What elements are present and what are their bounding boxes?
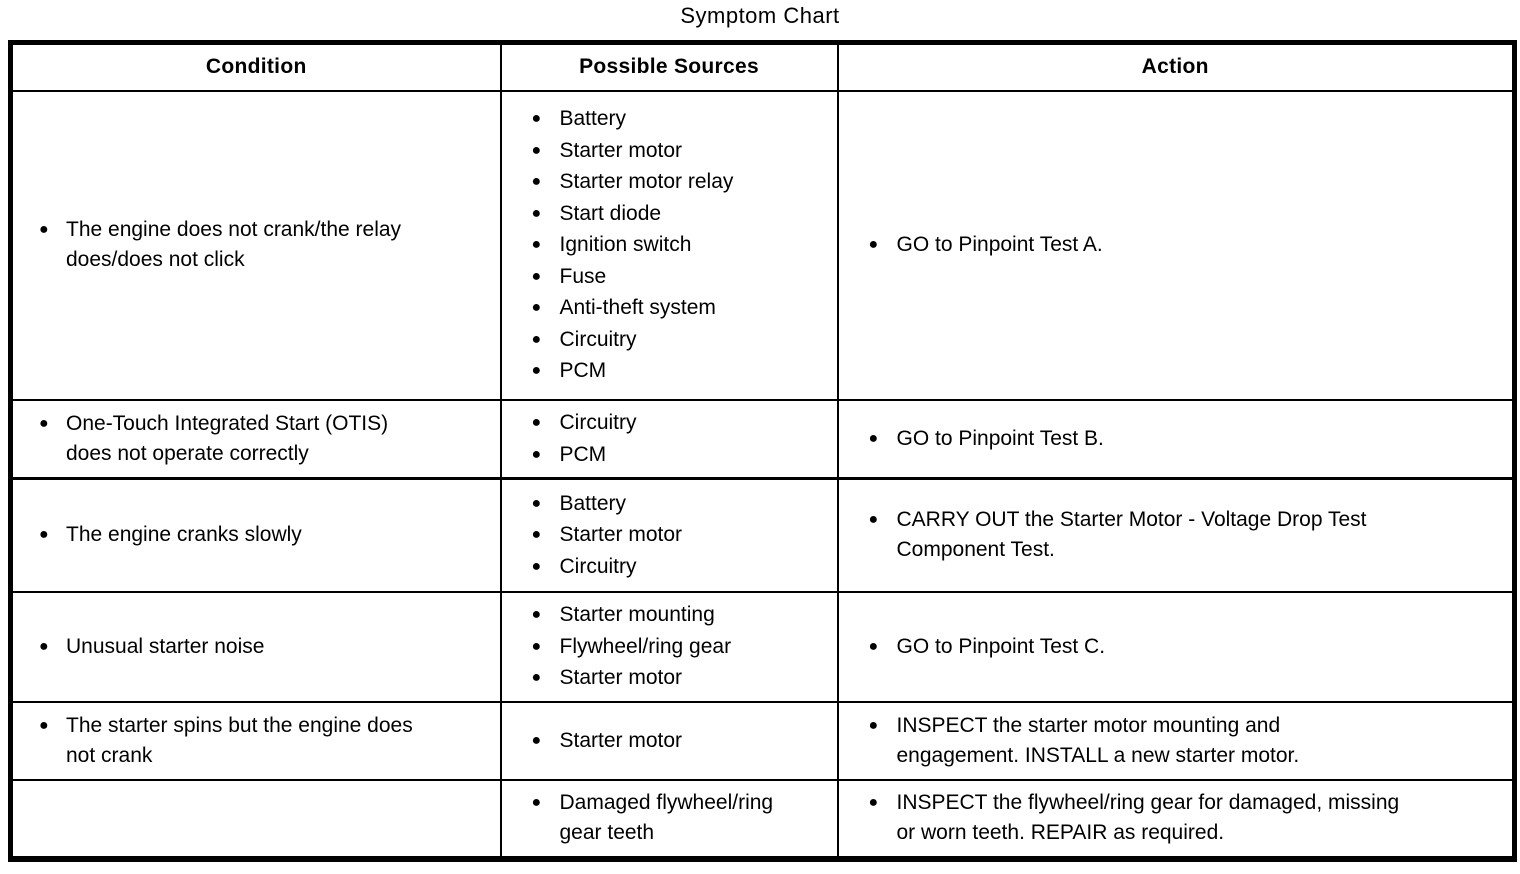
condition-list: The starter spins but the engine does no…	[13, 711, 490, 771]
bullet-item: Circuitry	[502, 408, 827, 438]
bullet-item: Starter motor	[502, 520, 827, 550]
condition-cell: The engine does not crank/the relay does…	[9, 89, 502, 401]
bullet-item: CARRY OUT the Starter Motor - Voltage Dr…	[839, 505, 1503, 565]
sources-list: Starter mountingFlywheel/ring gearStarte…	[502, 600, 827, 693]
bullet-item: Circuitry	[502, 325, 827, 355]
action-list: GO to Pinpoint Test C.	[839, 632, 1503, 662]
bullet-item: INSPECT the starter motor mounting and e…	[839, 711, 1503, 771]
condition-cell: One-Touch Integrated Start (OTIS) does n…	[9, 398, 502, 480]
bullet-item: GO to Pinpoint Test C.	[839, 632, 1503, 662]
header-condition: Condition	[9, 41, 502, 92]
condition-list: One-Touch Integrated Start (OTIS) does n…	[13, 409, 490, 469]
bullet-item: The engine does not crank/the relay does…	[13, 215, 490, 275]
action-cell: INSPECT the flywheel/ring gear for damag…	[836, 778, 1516, 860]
action-cell: GO to Pinpoint Test A.	[836, 89, 1516, 401]
bullet-item: The engine cranks slowly	[13, 520, 490, 550]
bullet-item: Ignition switch	[502, 230, 827, 260]
bullet-item: GO to Pinpoint Test A.	[839, 230, 1503, 260]
table-row: The engine does not crank/the relay does…	[9, 89, 1516, 401]
bullet-item: Fuse	[502, 262, 827, 292]
bullet-item: Unusual starter noise	[13, 632, 490, 662]
condition-list: The engine does not crank/the relay does…	[13, 215, 490, 275]
possible-sources-cell: Starter mountingFlywheel/ring gearStarte…	[499, 590, 839, 703]
possible-sources-cell: Damaged flywheel/ring gear teeth	[499, 778, 839, 860]
bullet-item: Anti-theft system	[502, 293, 827, 323]
condition-cell: The starter spins but the engine does no…	[9, 700, 502, 781]
bullet-item: PCM	[502, 440, 827, 470]
condition-cell	[9, 778, 502, 860]
bullet-item: Battery	[502, 104, 827, 134]
bullet-item: Battery	[502, 489, 827, 519]
table-row: The engine cranks slowly BatteryStarter …	[9, 477, 1516, 593]
bullet-item: Starter motor relay	[502, 167, 827, 197]
bullet-item: Damaged flywheel/ring gear teeth	[502, 788, 827, 848]
bullet-item: Start diode	[502, 199, 827, 229]
possible-sources-cell: BatteryStarter motorStarter motor relayS…	[499, 89, 839, 401]
bullet-item: Flywheel/ring gear	[502, 632, 827, 662]
sources-list: BatteryStarter motorCircuitry	[502, 489, 827, 582]
possible-sources-cell: Starter motor	[499, 700, 839, 781]
condition-cell: Unusual starter noise	[9, 590, 502, 703]
bullet-item: Starter motor	[502, 136, 827, 166]
action-list: INSPECT the starter motor mounting and e…	[839, 711, 1503, 771]
header-action: Action	[836, 41, 1516, 92]
table-row: The starter spins but the engine does no…	[9, 700, 1516, 781]
action-list: GO to Pinpoint Test A.	[839, 230, 1503, 260]
action-list: INSPECT the flywheel/ring gear for damag…	[839, 788, 1503, 848]
table-header-row: Condition Possible Sources Action	[9, 41, 1516, 92]
table-row: Unusual starter noise Starter mountingFl…	[9, 590, 1516, 703]
bullet-item: Starter motor	[502, 663, 827, 693]
possible-sources-cell: BatteryStarter motorCircuitry	[499, 477, 839, 593]
chart-title: Symptom Chart	[680, 3, 840, 28]
action-cell: GO to Pinpoint Test C.	[836, 590, 1516, 703]
action-cell: CARRY OUT the Starter Motor - Voltage Dr…	[836, 477, 1516, 593]
bullet-item: PCM	[502, 356, 827, 386]
bullet-item: GO to Pinpoint Test B.	[839, 424, 1503, 454]
condition-cell: The engine cranks slowly	[9, 477, 502, 593]
symptom-chart-table: Condition Possible Sources Action The en…	[8, 40, 1517, 862]
header-possible-sources: Possible Sources	[499, 41, 839, 92]
sources-list: BatteryStarter motorStarter motor relayS…	[502, 104, 827, 386]
bullet-item: Circuitry	[502, 552, 827, 582]
action-cell: GO to Pinpoint Test B.	[836, 398, 1516, 480]
condition-list: The engine cranks slowly	[13, 520, 490, 550]
table-row: Damaged flywheel/ring gear teeth INSPECT…	[9, 778, 1516, 860]
possible-sources-cell: CircuitryPCM	[499, 398, 839, 480]
table-row: One-Touch Integrated Start (OTIS) does n…	[9, 398, 1516, 480]
action-list: CARRY OUT the Starter Motor - Voltage Dr…	[839, 505, 1503, 565]
bullet-item: One-Touch Integrated Start (OTIS) does n…	[13, 409, 490, 469]
bullet-item: The starter spins but the engine does no…	[13, 711, 490, 771]
condition-list: Unusual starter noise	[13, 632, 490, 662]
bullet-item: Starter motor	[502, 726, 827, 756]
sources-list: Starter motor	[502, 726, 827, 756]
sources-list: Damaged flywheel/ring gear teeth	[502, 788, 827, 848]
sources-list: CircuitryPCM	[502, 408, 827, 470]
bullet-item: Starter mounting	[502, 600, 827, 630]
action-list: GO to Pinpoint Test B.	[839, 424, 1503, 454]
bullet-item: INSPECT the flywheel/ring gear for damag…	[839, 788, 1503, 848]
action-cell: INSPECT the starter motor mounting and e…	[836, 700, 1516, 781]
